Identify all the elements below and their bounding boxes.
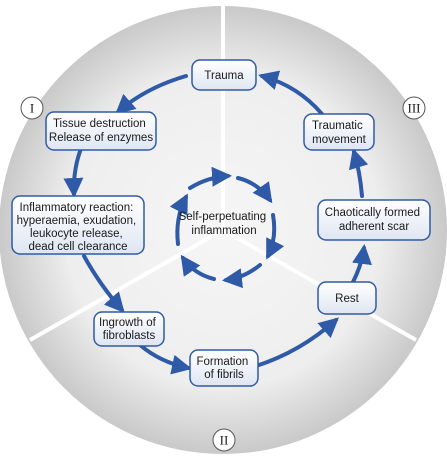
arrow-fibrils-to-rest — [254, 317, 339, 368]
arrow-rest-to-scar — [351, 244, 372, 284]
center-line-1: Self-perpetuating — [179, 211, 267, 223]
svg-text:Formation of fibrils: Formation of fibrils — [197, 356, 252, 381]
sector-label-three: III — [402, 96, 426, 120]
sector-label-one: I — [20, 96, 44, 120]
node-tissue-destruction: Tissue destruction Release of enzymes — [45, 111, 157, 151]
node-traumatic-movement: Traumatic movement — [303, 113, 375, 151]
arrow-scar-to-movement — [349, 148, 369, 198]
outer-cycle-arrows — [63, 70, 372, 375]
arrow-trauma-to-tissue — [115, 74, 188, 115]
center-label: Self-perpetuating inflammation — [179, 211, 270, 237]
inner-cycle-arrows — [169, 166, 285, 289]
svg-text:Ingrowth of fibroblasts: Ingrowth of fibroblasts — [99, 317, 159, 342]
svg-text:Trauma: Trauma — [204, 70, 244, 82]
arrow-inflammatory-to-ingrowth — [82, 254, 125, 314]
svg-text:I: I — [30, 101, 34, 116]
node-rest: Rest — [317, 281, 377, 315]
arrow-ingrowth-to-fibrils — [138, 343, 192, 375]
node-inflammatory-reaction: Inflammatory reaction: hyperaemia, exuda… — [11, 195, 145, 255]
svg-text:II: II — [220, 433, 229, 448]
node-chaotic-scar: Chaotically formed adherent scar — [317, 199, 431, 241]
sector-divider-left — [29, 228, 224, 342]
center-line-2: inflammation — [191, 225, 256, 237]
node-trauma: Trauma — [191, 59, 257, 91]
node-formation-fibrils: Formation of fibrils — [189, 349, 259, 387]
svg-text:Tissue destruction Relea: Tissue destruction Release of enzymes — [49, 118, 153, 144]
svg-text:Chaotically formed adher: Chaotically formed adherent scar — [325, 207, 423, 233]
svg-text:Inflammatory reaction: h: Inflammatory reaction: hyperaemia, exuda… — [17, 202, 140, 253]
sector-label-two: II — [212, 428, 236, 452]
node-ingrowth-fibroblasts: Ingrowth of fibroblasts — [93, 311, 165, 347]
svg-text:Traumatic movement: Traumatic movement — [312, 120, 367, 146]
svg-text:Rest: Rest — [335, 293, 359, 305]
svg-text:III: III — [408, 101, 421, 116]
arrow-movement-to-trauma — [258, 70, 324, 116]
